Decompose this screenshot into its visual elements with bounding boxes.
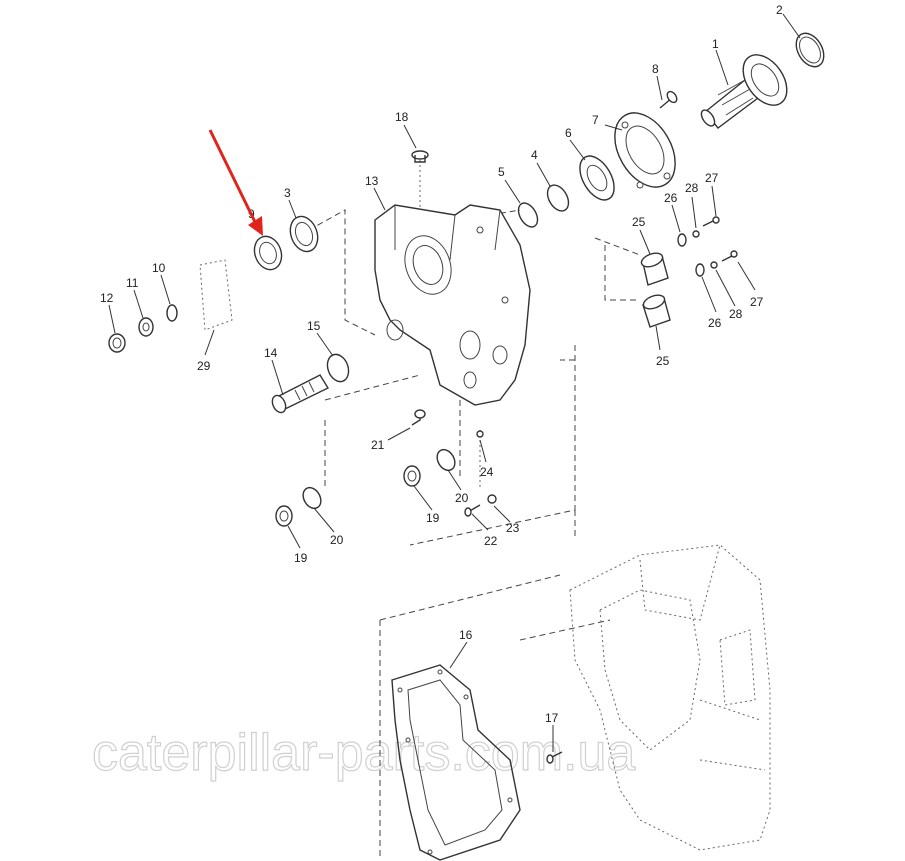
part-7-cover-plate: [614, 112, 676, 189]
part-12-nut: [108, 333, 126, 353]
part-28-washer-b: [710, 261, 718, 269]
part-4-ring: [546, 184, 570, 212]
callout-26-bottom: 26: [708, 316, 722, 330]
callout-19-left: 19: [294, 551, 308, 565]
red-indicator-arrow: [208, 129, 263, 236]
transmission-case: [569, 544, 771, 851]
callout-24: 24: [480, 465, 494, 479]
part-26-washer-a: [677, 233, 687, 247]
callout-10: 10: [152, 261, 166, 275]
callout-4: 4: [531, 148, 538, 162]
part-11-washer: [138, 317, 154, 337]
part-27-bolt-b: [721, 250, 738, 262]
callout-2: 2: [776, 3, 783, 17]
part-19-fitting-a: [403, 465, 421, 487]
callout-27-top: 27: [705, 171, 719, 185]
callout-13: 13: [365, 174, 379, 188]
callout-8: 8: [652, 62, 659, 76]
callout-3: 3: [284, 186, 291, 200]
part-25-bushing-a: [640, 252, 669, 286]
callout-23: 23: [506, 521, 520, 535]
part-15-ring: [326, 353, 350, 383]
callout-28-bottom: 28: [729, 307, 743, 321]
callout-16: 16: [459, 628, 473, 642]
part-2-snap-ring: [795, 32, 825, 68]
callout-25-bottom: 25: [656, 354, 670, 368]
callout-17: 17: [545, 711, 559, 725]
callout-6: 6: [565, 126, 572, 140]
watermark-text: caterpillar-parts.com.ua: [92, 724, 635, 782]
part-1-gear-shaft: [700, 54, 788, 129]
callout-12: 12: [100, 291, 114, 305]
part-24-ball: [476, 430, 484, 438]
part-22-bolt: [464, 504, 481, 517]
assembly-guide-lines: [299, 160, 641, 860]
part-6-bearing: [579, 155, 615, 201]
part-28-washer-a: [692, 230, 700, 238]
callout-20-right: 20: [455, 491, 469, 505]
callout-18: 18: [395, 110, 409, 124]
part-19-fitting-b: [275, 505, 293, 527]
callout-5: 5: [498, 165, 505, 179]
leader-lines: [108, 13, 801, 752]
part-10-washer: [166, 304, 178, 322]
part-29-gasket: [199, 259, 233, 331]
callout-11: 11: [126, 276, 139, 290]
callout-labels: 1 2 3 4 5 6 7 8 9 10 11 12 13 14 15 16 1…: [100, 3, 783, 725]
part-16-gasket: [391, 664, 521, 861]
part-27-bolt-a: [702, 216, 720, 227]
part-5-ring: [517, 202, 539, 228]
callout-22: 22: [484, 534, 498, 548]
part-13-housing: [374, 204, 531, 406]
callout-19-right: 19: [426, 511, 440, 525]
part-23-washer: [487, 494, 497, 504]
part-14-shaft: [271, 374, 330, 414]
callout-1: 1: [712, 37, 719, 51]
callout-20-left: 20: [330, 533, 344, 547]
part-26-washer-b: [695, 263, 705, 277]
part-18-breather: [411, 150, 429, 163]
part-20-seal-a: [436, 448, 456, 472]
part-9-seal: [253, 235, 283, 271]
callout-26-top: 26: [664, 191, 678, 205]
callout-25-top: 25: [632, 215, 646, 229]
callout-27-bottom: 27: [750, 295, 764, 309]
callout-15: 15: [307, 319, 321, 333]
callout-14: 14: [264, 346, 278, 360]
callout-29: 29: [197, 359, 211, 373]
part-17-dowel: [546, 751, 563, 764]
part-8-bolt: [659, 90, 678, 109]
callout-28-top: 28: [685, 181, 699, 195]
callout-7: 7: [592, 113, 599, 127]
part-3-bearing: [289, 215, 319, 253]
part-25-bushing-b: [642, 294, 671, 328]
callout-21: 21: [371, 438, 385, 452]
part-20-seal-b: [302, 486, 322, 510]
part-21-plug: [411, 409, 426, 426]
